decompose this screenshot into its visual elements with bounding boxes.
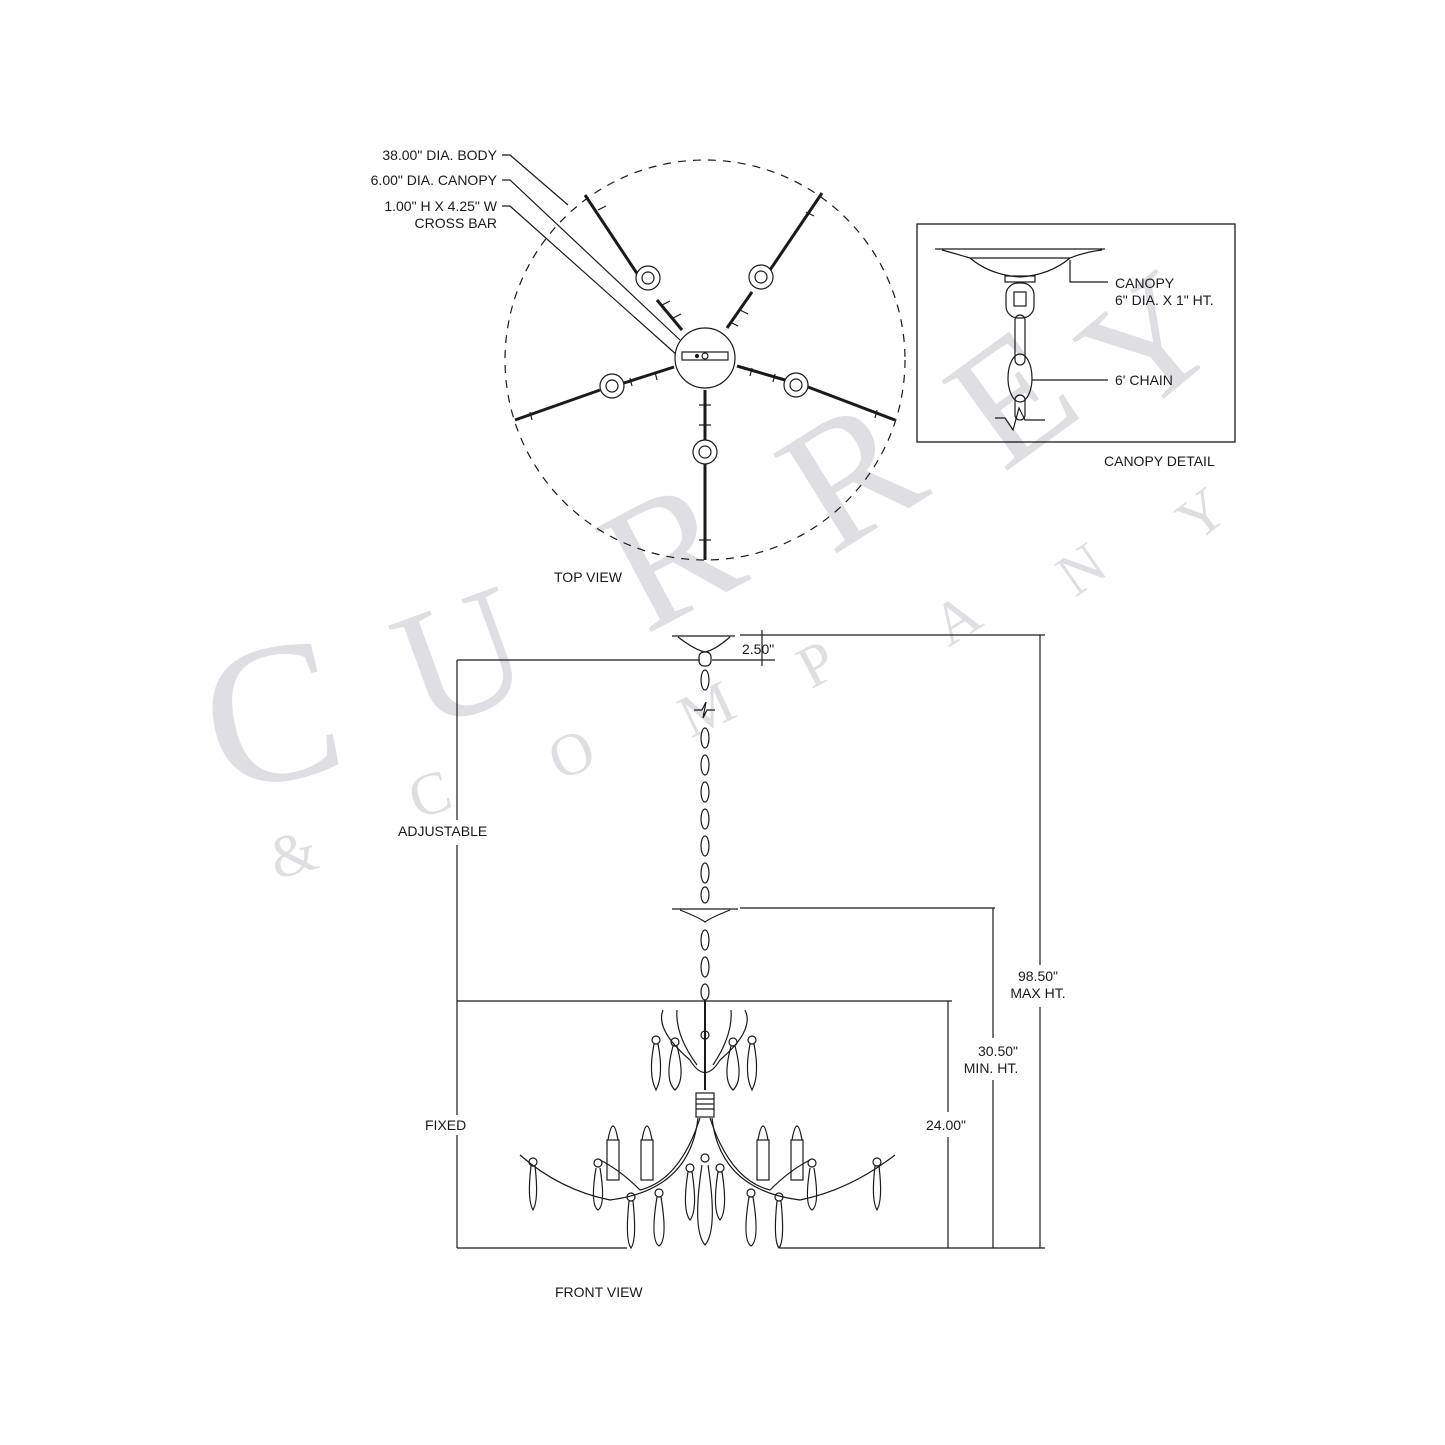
front-view-title: FRONT VIEW — [555, 1284, 643, 1300]
dim-min-height-value: 30.50" — [977, 1043, 1018, 1059]
upper-crown — [650, 1000, 758, 1118]
canopy-circle — [674, 327, 736, 389]
arm-right — [736, 364, 896, 422]
leader-body — [502, 154, 569, 206]
callout-crossbar-size: 1.00" H X 4.25" W — [384, 198, 497, 214]
lower-arms — [519, 1117, 896, 1250]
dim-max-height-value: 98.50" — [1017, 968, 1058, 984]
canopy-detail-frame — [916, 223, 1236, 443]
fixed-label: FIXED — [425, 1117, 467, 1133]
leader-crossbar — [502, 205, 679, 357]
dim-canopy-height: 2.50" — [742, 641, 775, 657]
center-collar — [695, 1092, 715, 1118]
canopy-detail-drawing — [916, 223, 1236, 443]
leader-canopy-detail — [1069, 260, 1108, 283]
chain-label: 6' CHAIN — [1115, 372, 1173, 388]
canopy-detail-title: CANOPY DETAIL — [1104, 453, 1215, 469]
arm-upper-right — [725, 192, 824, 329]
adjustable-label: ADJUSTABLE — [398, 823, 488, 839]
arm-left — [514, 365, 675, 422]
top-view-title: TOP VIEW — [554, 569, 622, 585]
canopy-detail-label: CANOPY — [1115, 275, 1175, 291]
callout-crossbar-label: CROSS BAR — [414, 215, 497, 231]
front-canopy — [672, 635, 735, 653]
arm-upper-left — [583, 194, 684, 331]
dim-max-height-label: MAX HT. — [1010, 985, 1066, 1001]
callout-canopy-diameter: 6.00" DIA. CANOPY — [370, 172, 497, 188]
top-view-drawing — [502, 154, 906, 561]
dim-fixed-height: 24.00" — [926, 1117, 967, 1133]
arm-bottom — [692, 390, 718, 560]
candles — [606, 1125, 804, 1181]
body-outline-dashed-circle — [504, 159, 906, 561]
callout-body-diameter: 38.00" DIA. BODY — [382, 147, 497, 163]
leader-canopy — [502, 179, 681, 341]
dim-min-height-label: MIN. HT. — [963, 1060, 1019, 1076]
chain — [672, 669, 738, 1001]
cross-bar — [681, 351, 729, 361]
canopy-detail-size: 6" DIA. X 1" HT. — [1115, 292, 1214, 308]
front-view-drawing — [456, 630, 1045, 1250]
